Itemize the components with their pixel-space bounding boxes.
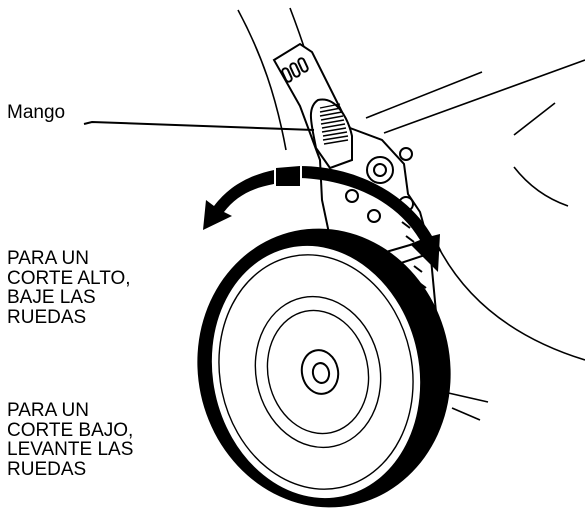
arrow-left-icon [203, 170, 274, 230]
low-cut-line-2: CORTE BAJO, [7, 419, 134, 441]
high-cut-instruction: PARA UN CORTE ALTO, BAJE LAS RUEDAS [7, 249, 131, 327]
low-cut-line-1: PARA UN [7, 400, 90, 421]
handle-label: Mango [7, 103, 65, 123]
mower-deck-outline [237, 7, 585, 421]
high-cut-line-3: BAJE LAS [7, 287, 96, 308]
direction-arrows [203, 166, 440, 272]
high-cut-line-2: CORTE ALTO, [7, 267, 131, 289]
arrow-right-icon [300, 166, 440, 272]
low-cut-line-4: RUEDAS [7, 458, 87, 480]
high-cut-line-4: RUEDAS [7, 306, 87, 328]
adjust-lever [310, 98, 353, 170]
wheel [197, 228, 451, 508]
handle-label-text: Mango [7, 102, 66, 123]
handle-leader-line [83, 120, 315, 131]
low-cut-line-3: LEVANTE LAS [7, 439, 134, 460]
high-cut-line-1: PARA UN [7, 248, 90, 269]
low-cut-instruction: PARA UN CORTE BAJO, LEVANTE LAS RUEDAS [7, 401, 133, 479]
